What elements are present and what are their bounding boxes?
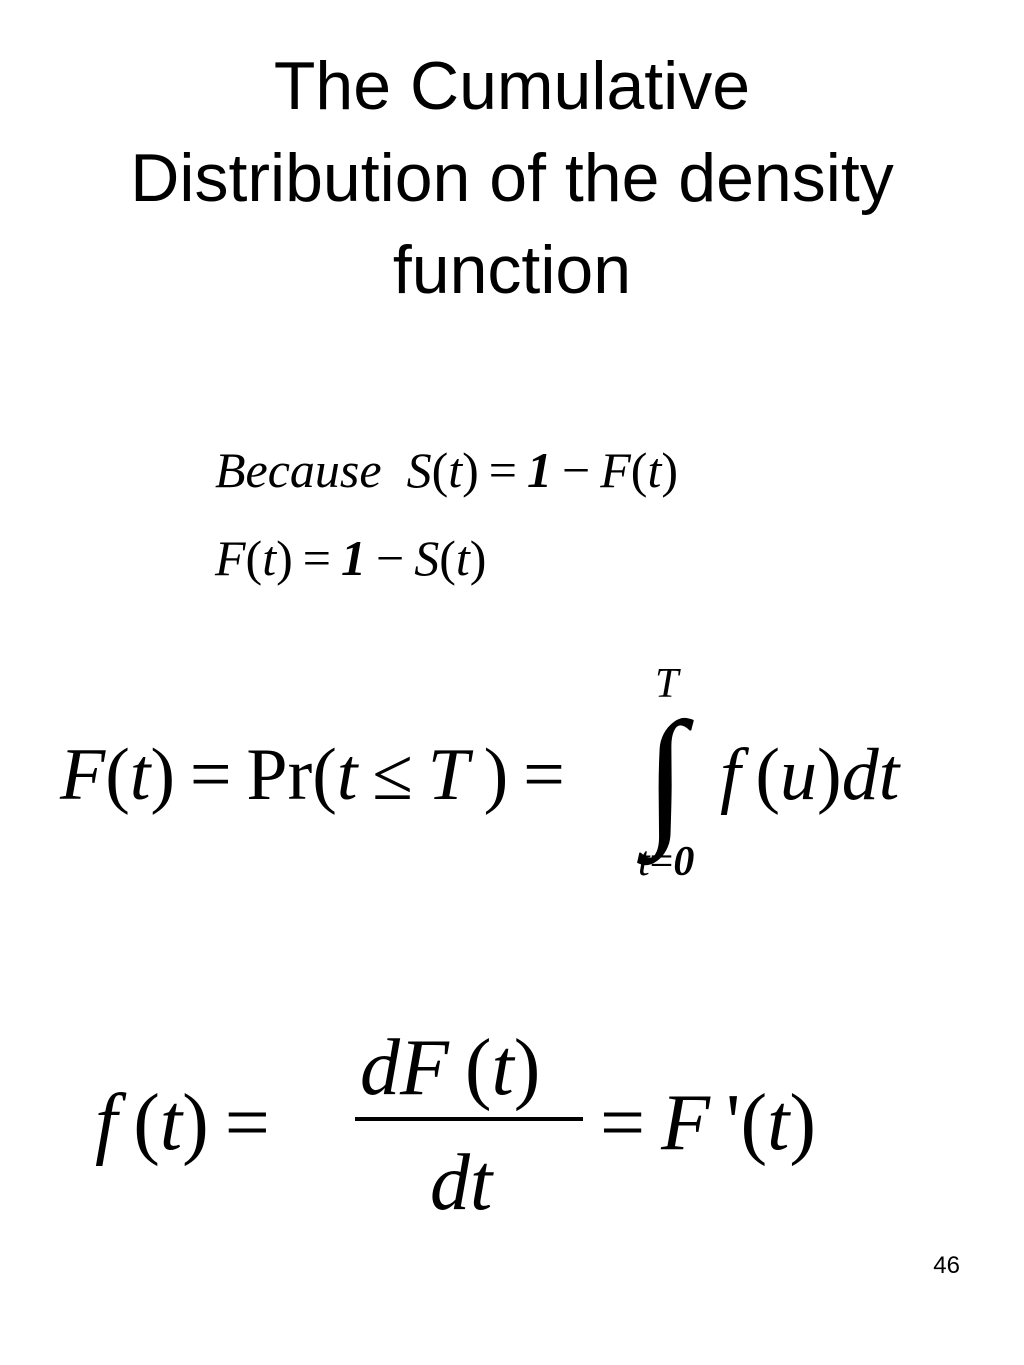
- equation-cdf-integral-lhs: F(t) = Pr(t ≤ T ) =: [60, 734, 565, 816]
- equation-density-lhs: f (t) =: [95, 1079, 270, 1167]
- title-line-1: The Cumulative: [273, 48, 751, 124]
- integral-lower-limit: t=0: [638, 839, 695, 885]
- because-word: Because: [215, 442, 382, 498]
- slide-title: The Cumulative Distribution of the densi…: [0, 40, 1024, 316]
- equation-cdf-integrand: f (u)dt: [720, 734, 900, 816]
- title-line-2: Distribution of the density: [130, 140, 894, 216]
- page-number: 46: [933, 1252, 960, 1279]
- equation-f-of-t: F(t) = 1 − S(t): [215, 530, 487, 586]
- fraction-numerator: dF (t): [360, 1024, 541, 1112]
- equation-density-rhs: = F '(t): [600, 1079, 816, 1167]
- integral-sign: ∫: [645, 692, 687, 858]
- equation-because: Because S(t) = 1 − F(t): [215, 442, 678, 498]
- integral-upper-limit: T: [655, 661, 679, 707]
- title-line-3: function: [392, 232, 632, 308]
- fraction-denominator: dt: [430, 1139, 493, 1227]
- fraction-bar: [355, 1117, 583, 1121]
